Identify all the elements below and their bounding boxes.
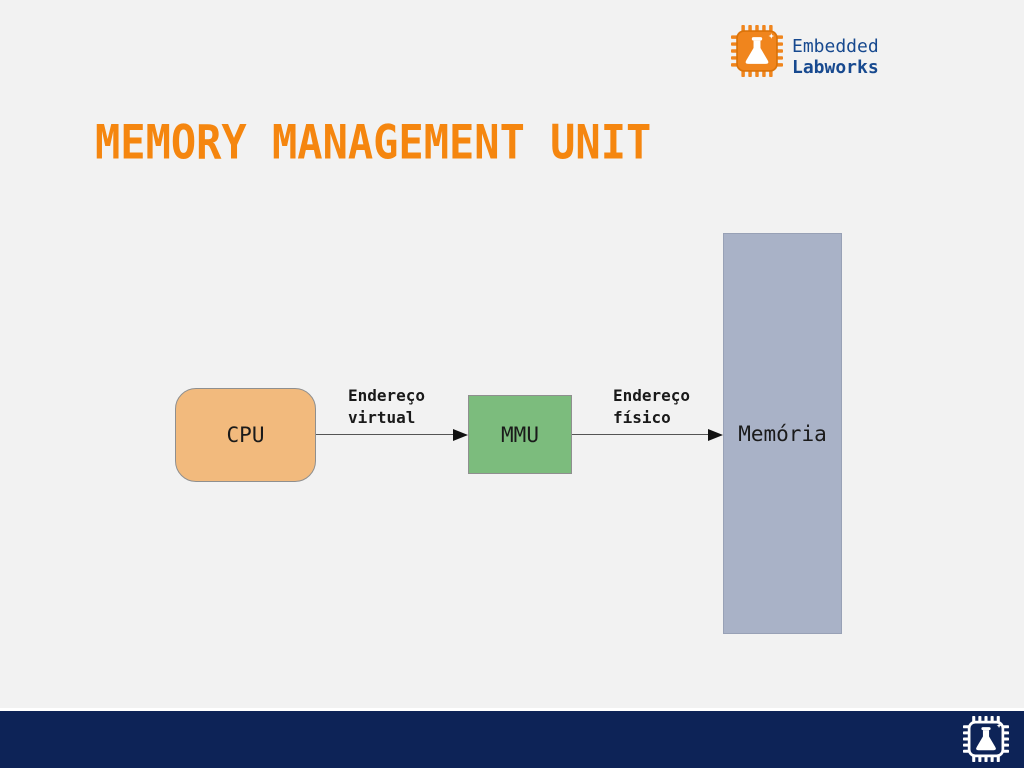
- footer-bar: [0, 711, 1024, 768]
- brand-logo: Embedded Labworks: [731, 25, 879, 78]
- brand-name-line2: Labworks: [792, 57, 879, 78]
- edge-mmu-memory-line: [572, 434, 708, 435]
- chip-flask-icon: [731, 25, 783, 77]
- diagram-node-cpu: CPU: [175, 388, 316, 482]
- footer-divider: [0, 708, 1024, 711]
- edge-cpu-mmu-line: [316, 434, 454, 435]
- edge-label-line1: Endereço: [348, 386, 426, 405]
- edge-label-virtual-address: Endereço virtual: [348, 385, 425, 429]
- brand-name: Embedded Labworks: [792, 36, 879, 78]
- edge-cpu-mmu-arrowhead-icon: [453, 429, 468, 441]
- diagram-node-mmu: MMU: [468, 395, 572, 474]
- edge-label-line1: Endereço: [613, 386, 691, 405]
- cpu-node-label: CPU: [226, 423, 265, 447]
- brand-name-line1: Embedded: [792, 36, 879, 57]
- edge-label-line2: virtual: [348, 408, 416, 427]
- edge-label-line2: físico: [613, 408, 671, 427]
- chip-flask-icon: [963, 716, 1009, 762]
- memory-node-label: Memória: [738, 421, 827, 446]
- edge-mmu-memory-arrowhead-icon: [708, 429, 723, 441]
- diagram-node-memory: Memória: [723, 233, 842, 634]
- mmu-node-label: MMU: [501, 422, 539, 447]
- page-title: MEMORY MANAGEMENT UNIT: [95, 115, 652, 170]
- edge-label-physical-address: Endereço físico: [613, 385, 690, 429]
